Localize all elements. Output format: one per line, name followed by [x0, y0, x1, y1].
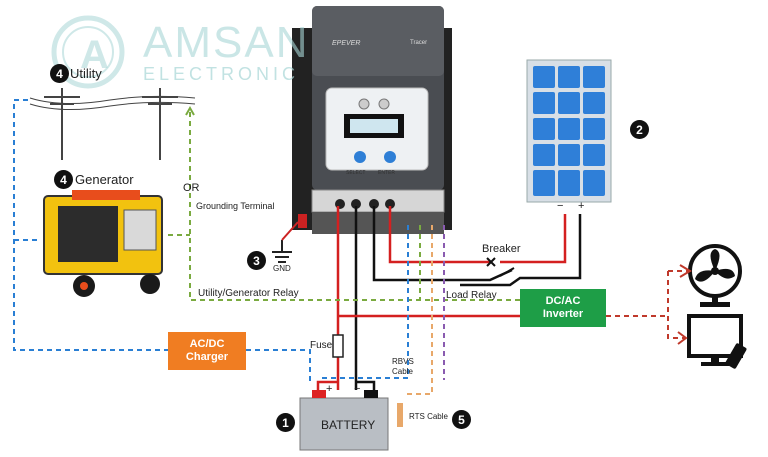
fan-icon — [688, 244, 742, 307]
battery-label: BATTERY — [321, 418, 376, 432]
amsan-logo-icon — [51, 15, 125, 89]
remote-icon — [725, 343, 747, 369]
signal-wires — [13, 99, 692, 395]
utility-pole-icon — [29, 88, 196, 160]
rts-cable-label: RTS Cable — [409, 412, 448, 421]
battery-icon — [299, 390, 389, 451]
marker-rts: 5 — [452, 410, 471, 429]
watermark-brand: AMSAN — [143, 18, 310, 67]
enter-button-label: ENTER — [378, 170, 395, 176]
or-label: OR — [183, 182, 200, 194]
ground-icon — [272, 240, 292, 263]
marker-ground: 3 — [247, 251, 266, 270]
dc-ac-inverter-box: DC/AC Inverter — [520, 289, 606, 327]
controller-model: Tracer — [410, 40, 428, 46]
fuse-icon — [332, 334, 344, 358]
breaker-label: Breaker — [482, 243, 521, 255]
select-button-label: SELECT — [346, 170, 366, 176]
grounding-terminal-label: Grounding Terminal — [196, 201, 275, 211]
solar-panel-icon — [526, 59, 612, 203]
utility-generator-relay-label: Utility/Generator Relay — [198, 288, 299, 299]
battery-minus-label: − — [354, 383, 361, 395]
tv-icon — [687, 314, 743, 366]
controller-brand: EPEVER — [332, 40, 361, 47]
generator-label: Generator — [75, 172, 134, 187]
fuse-label: Fuse — [310, 340, 333, 351]
marker-utility: 4 — [50, 64, 69, 83]
marker-generator: 4 — [54, 170, 73, 189]
gnd-label: GND — [273, 264, 291, 273]
battery-plus-label: + — [326, 383, 333, 395]
load-relay-label: Load Relay — [446, 290, 497, 301]
ac-dc-charger-box: AC/DC Charger — [168, 332, 246, 370]
breaker-icon — [486, 257, 515, 277]
utility-label: Utility — [70, 66, 102, 81]
watermark-logo-letter: A — [80, 33, 109, 77]
marker-pv-panel: 2 — [630, 120, 649, 139]
pv-minus-label: − — [557, 200, 564, 212]
solar-charge-controller — [292, 6, 452, 234]
generator-icon — [43, 190, 163, 297]
pv-plus-label: + — [578, 200, 585, 212]
rts-sensor-icon — [397, 403, 403, 427]
rbvs-cable-label: RBVS Cable — [392, 357, 414, 376]
marker-battery: 1 — [276, 413, 295, 432]
watermark-sub: ELECTRONIC — [143, 64, 300, 84]
ground-wire — [281, 221, 299, 241]
